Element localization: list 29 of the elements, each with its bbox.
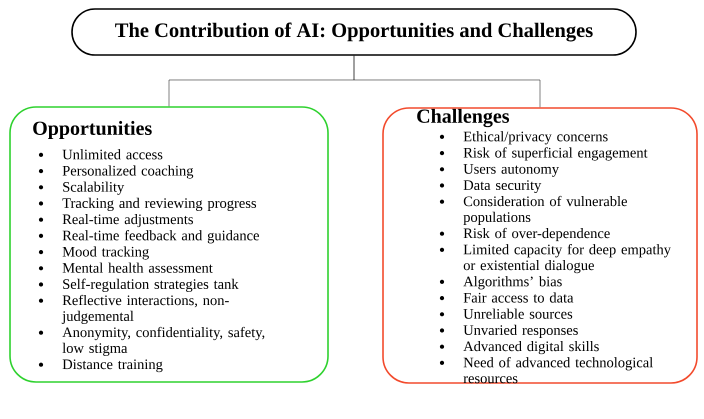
list-item: Limited capacity for deep empathy or existential dialogue <box>440 244 671 274</box>
list-item: Tracking and reviewing progress <box>38 198 256 211</box>
list-item: Risk of over-dependence <box>440 228 610 242</box>
list-item: Unreliable sources <box>440 308 572 319</box>
list-item: Real-time feedback and guidance <box>38 230 259 244</box>
list-item: Advanced digital skills <box>440 340 599 354</box>
list-item: Reflective interactions, non-judgemental <box>38 294 229 324</box>
list-item: Unlimited access <box>38 149 162 160</box>
list-item: Users autonomy <box>440 164 559 177</box>
list-item: Mood tracking <box>38 246 149 260</box>
list-item: Distance training <box>38 359 163 372</box>
list-item: Ethical/privacy concerns <box>440 131 608 144</box>
list-item: Real-time adjustments <box>38 214 193 228</box>
list-item: Data security <box>440 180 542 193</box>
list-item: Need of advanced technological resources <box>440 357 653 384</box>
list-item: Anonymity, confidentiality, safety, low stigma <box>38 326 264 356</box>
list-item: Fair access to data <box>440 292 574 303</box>
connector <box>354 56 540 108</box>
list-item: Consideration of vulnerable populations <box>440 196 627 225</box>
heading: Challenges <box>417 108 510 128</box>
list-item: Mental health assessment <box>38 262 213 273</box>
list-item: Personalized coaching <box>38 165 194 179</box>
list-item: Unvaried responses <box>440 324 578 338</box>
list-item: Risk of superficial engagement <box>440 147 648 161</box>
title-box: The Contribution of AI: Opportunities and Challenges <box>71 8 637 56</box>
list-item: Scalability <box>38 182 124 195</box>
heading: Opportunities <box>33 120 152 140</box>
list-item: Self-regulation strategies tank <box>38 278 239 292</box>
list-item: Algorithms’ bias <box>440 276 562 290</box>
